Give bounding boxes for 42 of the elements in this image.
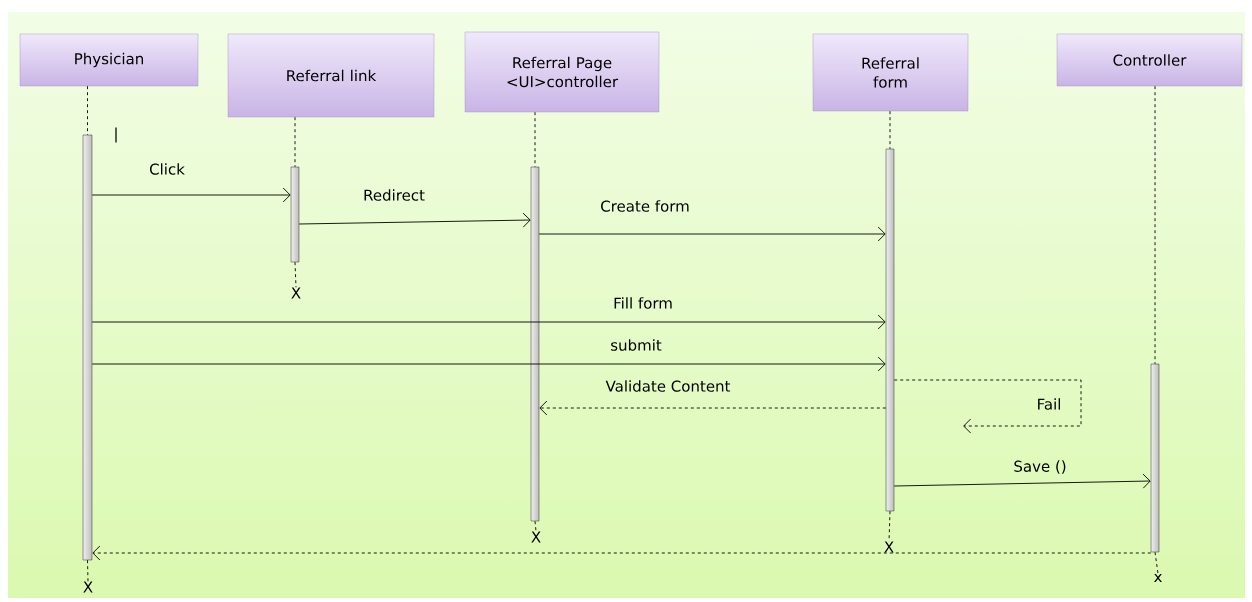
lifeline-box: Referral link	[227, 33, 435, 118]
message-arrow	[893, 379, 1082, 434]
message-arrow	[91, 187, 291, 203]
lifeline	[534, 520, 537, 532]
lifeline-box: Physician	[19, 33, 199, 87]
message-label: Redirect	[364, 189, 425, 201]
lifeline	[294, 261, 297, 288]
termination-mark: X	[83, 581, 93, 593]
message-label: Save ()	[1014, 460, 1066, 474]
lifeline	[87, 559, 89, 582]
message-arrow	[91, 356, 886, 372]
lifeline	[534, 111, 536, 168]
activation-bar	[530, 166, 540, 522]
lifeline	[1154, 551, 1159, 575]
activation-bar	[1150, 363, 1160, 553]
lifeline-box: Referral form	[812, 33, 969, 112]
cursor-mark: |	[115, 127, 117, 143]
lifeline	[1154, 85, 1156, 365]
termination-mark: X	[291, 287, 301, 299]
termination-mark: x	[1154, 573, 1162, 583]
message-arrow	[538, 226, 886, 242]
lifeline-box: Referral Page <UI>controller	[464, 31, 660, 113]
message-label: Click	[150, 163, 185, 175]
message-arrow	[298, 212, 531, 228]
message-arrow	[539, 400, 887, 416]
activation-bar	[82, 134, 93, 561]
message-label: Fail	[1038, 398, 1060, 410]
activation-bar	[290, 166, 300, 263]
lifeline	[87, 85, 88, 136]
message-arrow	[92, 545, 1152, 561]
activation-bar	[885, 148, 895, 512]
termination-mark: X	[531, 531, 541, 543]
message-label: Validate Content	[605, 380, 731, 392]
lifeline	[294, 116, 296, 168]
message-arrow	[893, 473, 1151, 489]
message-label: Create form	[601, 200, 689, 212]
message-label: submit	[611, 339, 662, 351]
lifeline	[889, 110, 891, 150]
message-arrow	[91, 314, 886, 330]
termination-mark: X	[884, 541, 894, 553]
lifeline-box: Controller	[1056, 33, 1243, 87]
message-label: Fill form	[614, 297, 672, 309]
